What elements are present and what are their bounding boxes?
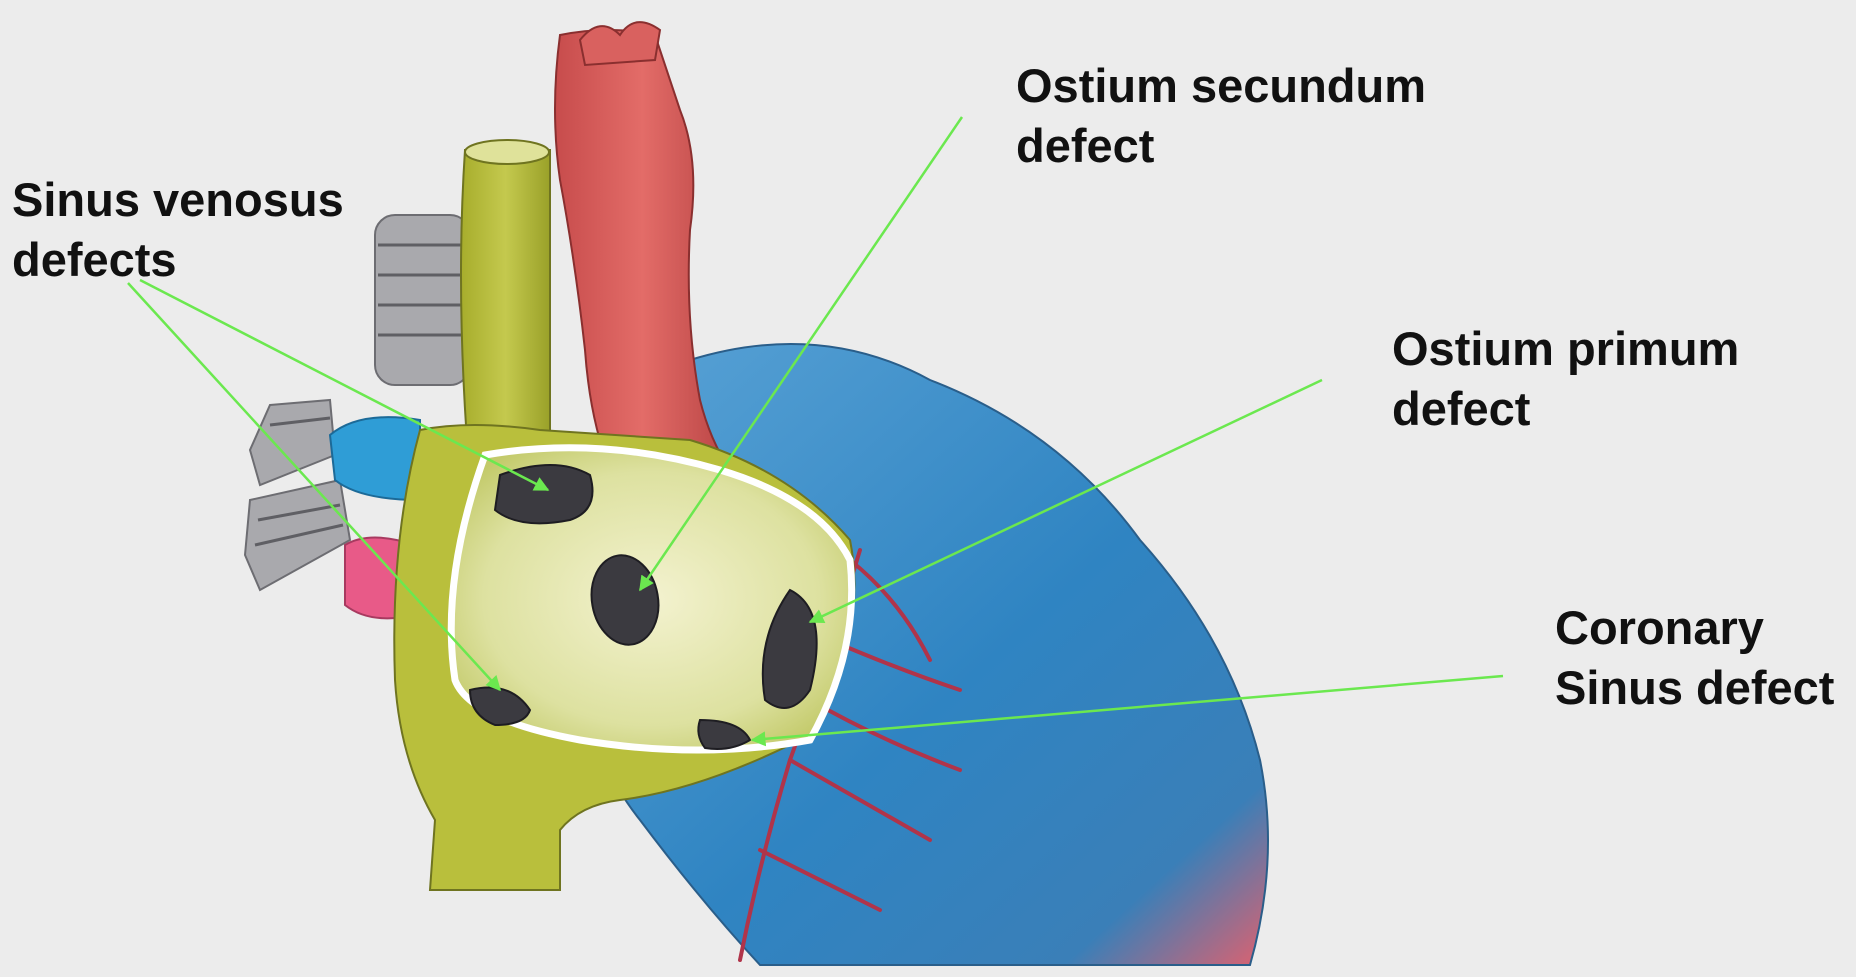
label-coronary-sinus-line1: Coronary xyxy=(1555,598,1834,658)
svc-opening xyxy=(465,140,549,164)
label-ostium-primum-defect: Ostium primum defect xyxy=(1392,319,1739,439)
label-ostium-secundum-defect: Ostium secundum defect xyxy=(1016,56,1426,176)
label-sinus-venosus-defects: Sinus venosus defects xyxy=(12,170,344,290)
label-ostium-secundum-line1: Ostium secundum xyxy=(1016,56,1426,116)
label-ostium-primum-line2: defect xyxy=(1392,379,1739,439)
label-ostium-primum-line1: Ostium primum xyxy=(1392,319,1739,379)
label-ostium-secundum-line2: defect xyxy=(1016,116,1426,176)
label-sinus-venosus-line1: Sinus venosus xyxy=(12,170,344,230)
label-sinus-venosus-line2: defects xyxy=(12,230,344,290)
label-coronary-sinus-defect: Coronary Sinus defect xyxy=(1555,598,1834,718)
sinus-venosus-defect-superior xyxy=(495,465,593,523)
aorta-branches xyxy=(580,22,660,65)
label-coronary-sinus-line2: Sinus defect xyxy=(1555,658,1834,718)
